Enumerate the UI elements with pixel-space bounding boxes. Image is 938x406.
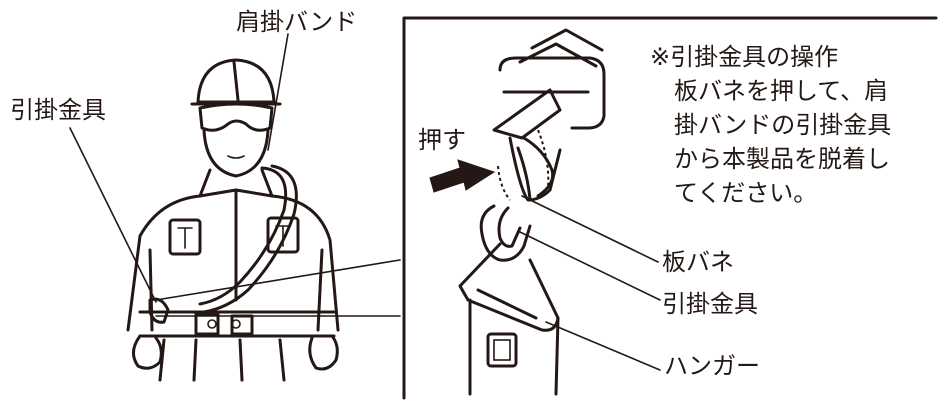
label-hanger: ハンガー bbox=[664, 352, 760, 380]
leader-shoulder-band bbox=[267, 33, 289, 151]
label-leaf-spring: 板バネ bbox=[662, 248, 734, 276]
detail-frame bbox=[402, 16, 938, 400]
worker-figure bbox=[126, 58, 340, 382]
note-line-4: てください。 bbox=[674, 179, 818, 207]
note-line-2: 掛バンドの引掛金具 bbox=[674, 111, 892, 139]
buckle-detail bbox=[458, 28, 606, 396]
label-shoulder-band: 肩掛バンド bbox=[236, 8, 358, 36]
leader-leaf-spring bbox=[521, 195, 659, 263]
note-title: ※引掛金具の操作 bbox=[650, 43, 839, 71]
callout-line-top bbox=[155, 259, 401, 301]
leader-hook-right bbox=[519, 231, 661, 301]
leader-hanger bbox=[545, 321, 661, 371]
note-line-3: から本製品を脱着し bbox=[674, 145, 890, 173]
operation-note: ※引掛金具の操作 板バネを押して、肩 掛バンドの引掛金具 から本製品を脱着し て… bbox=[650, 40, 891, 210]
leader-hook-left bbox=[69, 127, 157, 303]
note-line-1: 板バネを押して、肩 bbox=[674, 77, 889, 105]
push-arrow-icon bbox=[429, 159, 496, 193]
label-hook-fitting-right: 引掛金具 bbox=[662, 290, 758, 318]
label-hook-fitting-left: 引掛金具 bbox=[10, 96, 106, 124]
label-push: 押す bbox=[418, 126, 466, 154]
